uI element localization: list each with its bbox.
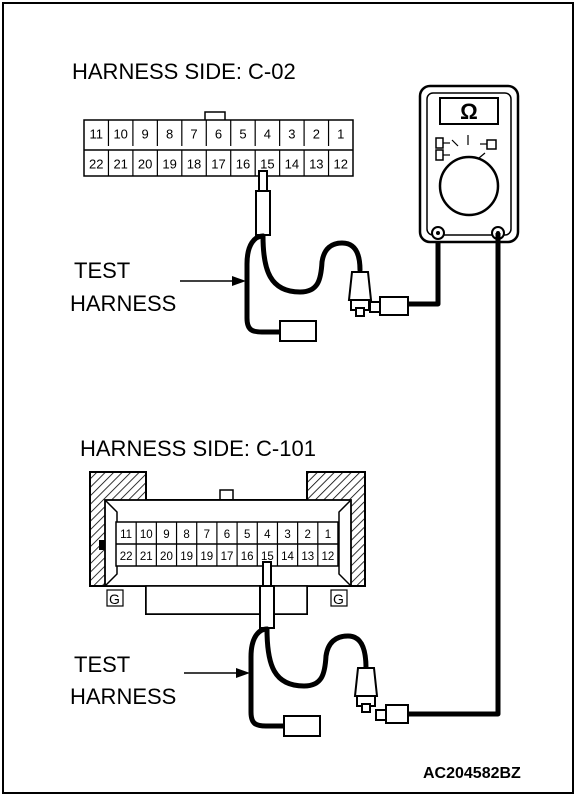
meter-lead-long <box>406 233 501 717</box>
pin-1: 1 <box>325 529 331 541</box>
pin-13: 13 <box>301 551 314 563</box>
connector-c02-label: HARNESS SIDE: C-02 <box>72 59 296 84</box>
ground-mark-right: G <box>333 591 344 607</box>
connector-c101-label: HARNESS SIDE: C-101 <box>80 436 316 461</box>
pin-10: 10 <box>113 127 127 142</box>
pin-17: 17 <box>221 551 234 563</box>
pin-20: 20 <box>160 551 173 563</box>
pin-21: 21 <box>140 551 153 563</box>
ground-mark-left: G <box>109 591 120 607</box>
pin-7: 7 <box>204 529 210 541</box>
pin-11: 11 <box>120 529 132 541</box>
pin-20: 20 <box>138 157 152 172</box>
pin-10: 10 <box>140 529 153 541</box>
test-harness-2-cables <box>248 626 369 729</box>
test-harness-1-line2: HARNESS <box>70 291 176 316</box>
pin-15: 15 <box>261 551 274 563</box>
meter-lead-clip-2 <box>375 704 409 724</box>
pin-5: 5 <box>239 127 246 142</box>
test-harness-2-arrow <box>184 668 250 678</box>
pin-13: 13 <box>309 157 323 172</box>
pin-22: 22 <box>120 551 133 563</box>
test-harness-1-line1: TEST <box>74 258 130 283</box>
pin-9: 9 <box>142 127 149 142</box>
pin-16: 16 <box>236 157 250 172</box>
pin-2: 2 <box>313 127 320 142</box>
pin-21: 21 <box>113 157 127 172</box>
pin-5: 5 <box>244 529 250 541</box>
pin-15: 15 <box>260 157 274 172</box>
test-harness-2-plug-b <box>283 715 321 737</box>
pin-12: 12 <box>334 157 348 172</box>
test-harness-1-arrow <box>180 276 246 286</box>
pin-1: 1 <box>337 127 344 142</box>
pin-6: 6 <box>224 529 230 541</box>
test-harness-1-plug-b <box>279 320 317 342</box>
pin-17: 17 <box>211 157 225 172</box>
figure-code: AC204582BZ <box>423 765 521 782</box>
test-harness-2-plug-a <box>353 667 379 713</box>
pin-9: 9 <box>163 529 169 541</box>
test-harness-2-line1: TEST <box>74 652 130 677</box>
pin-18: 18 <box>187 157 201 172</box>
pin-16: 16 <box>241 551 254 563</box>
pin-12: 12 <box>322 551 335 563</box>
c101-probe <box>259 561 275 629</box>
dial-marks-icon <box>435 135 497 161</box>
pin-22: 22 <box>89 157 103 172</box>
rotary-dial <box>438 155 500 217</box>
pin-2: 2 <box>305 529 311 541</box>
test-harness-1-cables <box>244 233 363 335</box>
pin-8: 8 <box>183 529 189 541</box>
meter-display-ohm: Ω <box>460 99 478 124</box>
pin-7: 7 <box>190 127 197 142</box>
pin-4: 4 <box>264 127 271 142</box>
pin-19: 19 <box>162 157 176 172</box>
pin-6: 6 <box>215 127 222 142</box>
pin-3: 3 <box>288 127 295 142</box>
pin-8: 8 <box>166 127 173 142</box>
multimeter: Ω <box>418 84 520 244</box>
c02-probe <box>255 170 271 236</box>
pin-14: 14 <box>285 157 299 172</box>
pin-4: 4 <box>264 529 271 541</box>
pin-3: 3 <box>284 529 290 541</box>
pin-19: 19 <box>200 551 213 563</box>
test-harness-2-line2: HARNESS <box>70 684 176 709</box>
test-harness-1-plug-a <box>347 271 373 317</box>
pin-11: 11 <box>89 127 103 142</box>
pin-19: 19 <box>180 551 193 563</box>
meter-lead-clip-1 <box>369 234 441 316</box>
pin-14: 14 <box>281 551 294 563</box>
